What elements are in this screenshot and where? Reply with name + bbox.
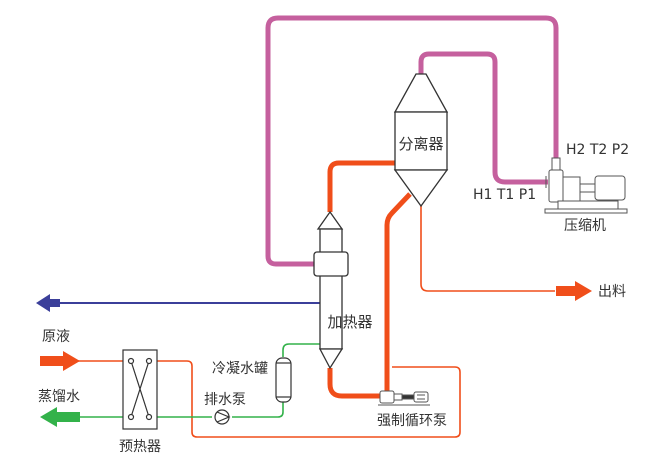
compressor	[544, 157, 628, 214]
separator-label: 分离器	[398, 135, 443, 153]
preheater	[122, 349, 158, 430]
compressor-label: 压缩机	[564, 218, 606, 234]
feed-pipe-preheater-to-loop	[156, 360, 461, 438]
forced-circulation-pump-label: 强制循环泵	[377, 413, 447, 429]
condensate-pipe-heater-to-tank	[282, 343, 320, 357]
heater-vessel	[313, 210, 349, 370]
distilled-water-label: 蒸馏水	[38, 389, 80, 405]
compressor-outlet-label: H2 T2 P2	[566, 142, 629, 158]
discharge-arrow-icon	[556, 281, 592, 301]
distilled-arrow-icon	[40, 407, 80, 427]
condensate-pipe-tank-to-pump	[232, 402, 284, 418]
discharge-label: 出料	[598, 284, 626, 300]
condensate-tank-label: 冷凝水罐	[212, 361, 268, 377]
drain-pump-label: 排水泵	[204, 392, 246, 408]
forced-circulation-pump	[378, 390, 430, 406]
vapor-pipe-compressor-to-heater	[265, 15, 559, 267]
vapor-pipe-separator-to-compressor	[418, 51, 548, 185]
heater-label: 加热器	[327, 313, 372, 331]
discharge-pipe	[420, 206, 555, 292]
vent-arrow-icon	[36, 294, 60, 312]
feed-arrow-icon	[40, 351, 80, 371]
liquid-pipe-separator-to-pump	[384, 192, 412, 394]
preheater-label: 预热器	[119, 439, 161, 455]
compressor-inlet-label: H1 T1 P1	[473, 187, 536, 203]
separator-vessel	[393, 73, 449, 208]
drain-pump	[214, 409, 231, 425]
liquid-pipe-heater-to-separator	[327, 160, 396, 212]
condensate-tank	[275, 357, 292, 403]
liquid-pipe-heater-to-pump	[327, 368, 380, 399]
feed-label: 原液	[42, 329, 70, 345]
